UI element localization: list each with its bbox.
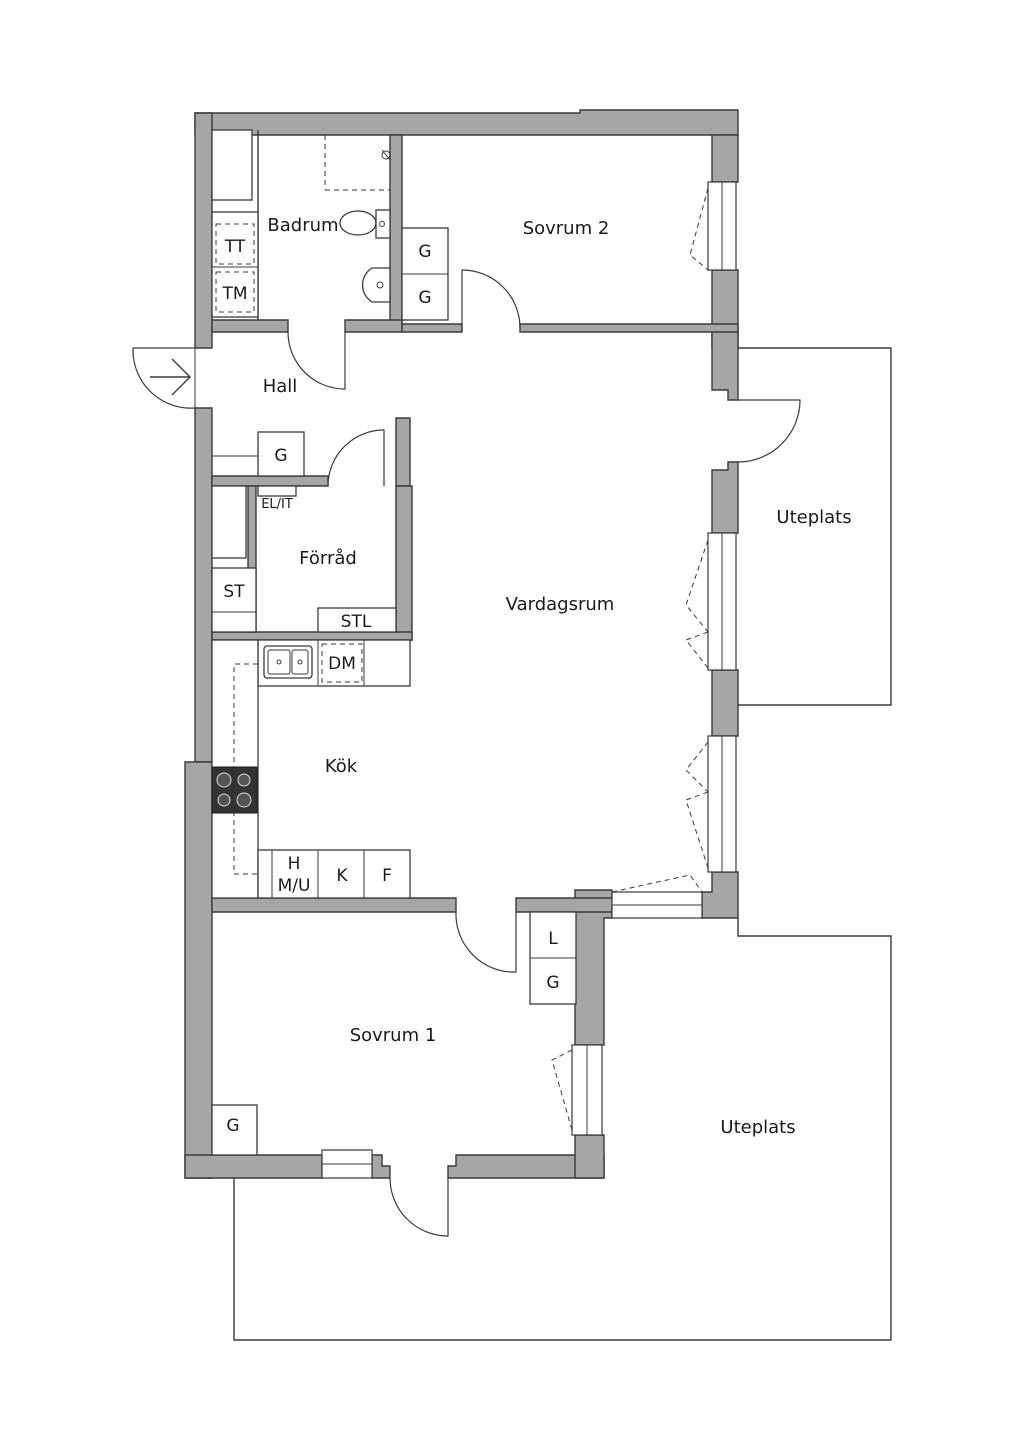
sovrum2-door[interactable] bbox=[461, 269, 521, 332]
window-sovrum2 bbox=[689, 181, 737, 271]
fixture-label-el-it: EL/IT bbox=[261, 497, 293, 512]
shower-icon bbox=[324, 135, 391, 191]
fixture-label-g-sovrum2-a: G bbox=[418, 242, 431, 262]
fixture-label-tt: TT bbox=[224, 237, 246, 257]
room-label-uteplats-lower: Uteplats bbox=[720, 1117, 795, 1138]
room-label-kok: Kök bbox=[325, 756, 358, 777]
fixture-label-g-sovrum1-wardrobe: G bbox=[546, 973, 559, 993]
sovrum2-wardrobes bbox=[401, 227, 449, 321]
fixture-label-h: H bbox=[288, 854, 301, 874]
fixture-label-tm: TM bbox=[221, 284, 247, 304]
entrance-door[interactable] bbox=[132, 347, 196, 409]
fixture-label-k: K bbox=[336, 866, 348, 886]
room-label-sovrum2: Sovrum 2 bbox=[523, 218, 610, 239]
bathroom-cabinet bbox=[211, 129, 253, 201]
kitchen-counter-bottom bbox=[257, 849, 411, 899]
entrance-arrow-icon bbox=[150, 358, 191, 396]
window-vardagsrum-2 bbox=[685, 735, 737, 873]
sovrum1-corner-wardrobe bbox=[211, 1104, 258, 1156]
balcony-door[interactable] bbox=[737, 399, 801, 463]
fixture-label-f: F bbox=[382, 866, 392, 886]
room-label-vardagsrum: Vardagsrum bbox=[506, 594, 615, 615]
window-sovrum1-right bbox=[551, 1044, 603, 1136]
room-label-sovrum1: Sovrum 1 bbox=[350, 1025, 437, 1046]
room-label-badrum: Badrum bbox=[267, 215, 338, 236]
fixture-label-mu: M/U bbox=[278, 876, 311, 896]
window-vardagsrum-bottom bbox=[611, 874, 703, 919]
fixture-label-g-sovrum1-corner: G bbox=[226, 1116, 239, 1136]
interior-walls bbox=[211, 134, 739, 913]
fixture-label-l: L bbox=[548, 929, 558, 949]
sovrum1-wardrobe bbox=[529, 911, 577, 1005]
window-sovrum1-bottom bbox=[321, 1149, 373, 1179]
forrad-door[interactable] bbox=[327, 429, 385, 487]
bathroom-partition bbox=[211, 130, 259, 320]
forrad-fixtures bbox=[211, 485, 397, 633]
room-label-forrad: Förråd bbox=[299, 548, 357, 569]
fixture-label-g-hall: G bbox=[274, 446, 287, 466]
sovrum1-door[interactable] bbox=[455, 911, 517, 973]
stove-icon bbox=[211, 766, 258, 814]
washbasin-icon bbox=[361, 267, 391, 303]
fixture-label-g-sovrum2-b: G bbox=[418, 288, 431, 308]
terrace-door[interactable] bbox=[389, 1177, 449, 1237]
fixture-label-st: ST bbox=[223, 582, 245, 602]
fixture-label-stl: STL bbox=[341, 612, 372, 632]
bathroom-door[interactable] bbox=[287, 331, 346, 390]
kitchen-sink-icon bbox=[263, 645, 313, 679]
terrace-lower-outline bbox=[233, 918, 892, 1341]
room-label-hall: Hall bbox=[263, 376, 298, 397]
room-label-uteplats-upper: Uteplats bbox=[776, 507, 851, 528]
fixture-label-dm: DM bbox=[328, 654, 356, 674]
hall-wardrobe bbox=[212, 431, 305, 477]
window-vardagsrum-1 bbox=[685, 532, 737, 671]
terrace-upper-outline bbox=[738, 347, 892, 706]
toilet-icon bbox=[339, 209, 391, 239]
